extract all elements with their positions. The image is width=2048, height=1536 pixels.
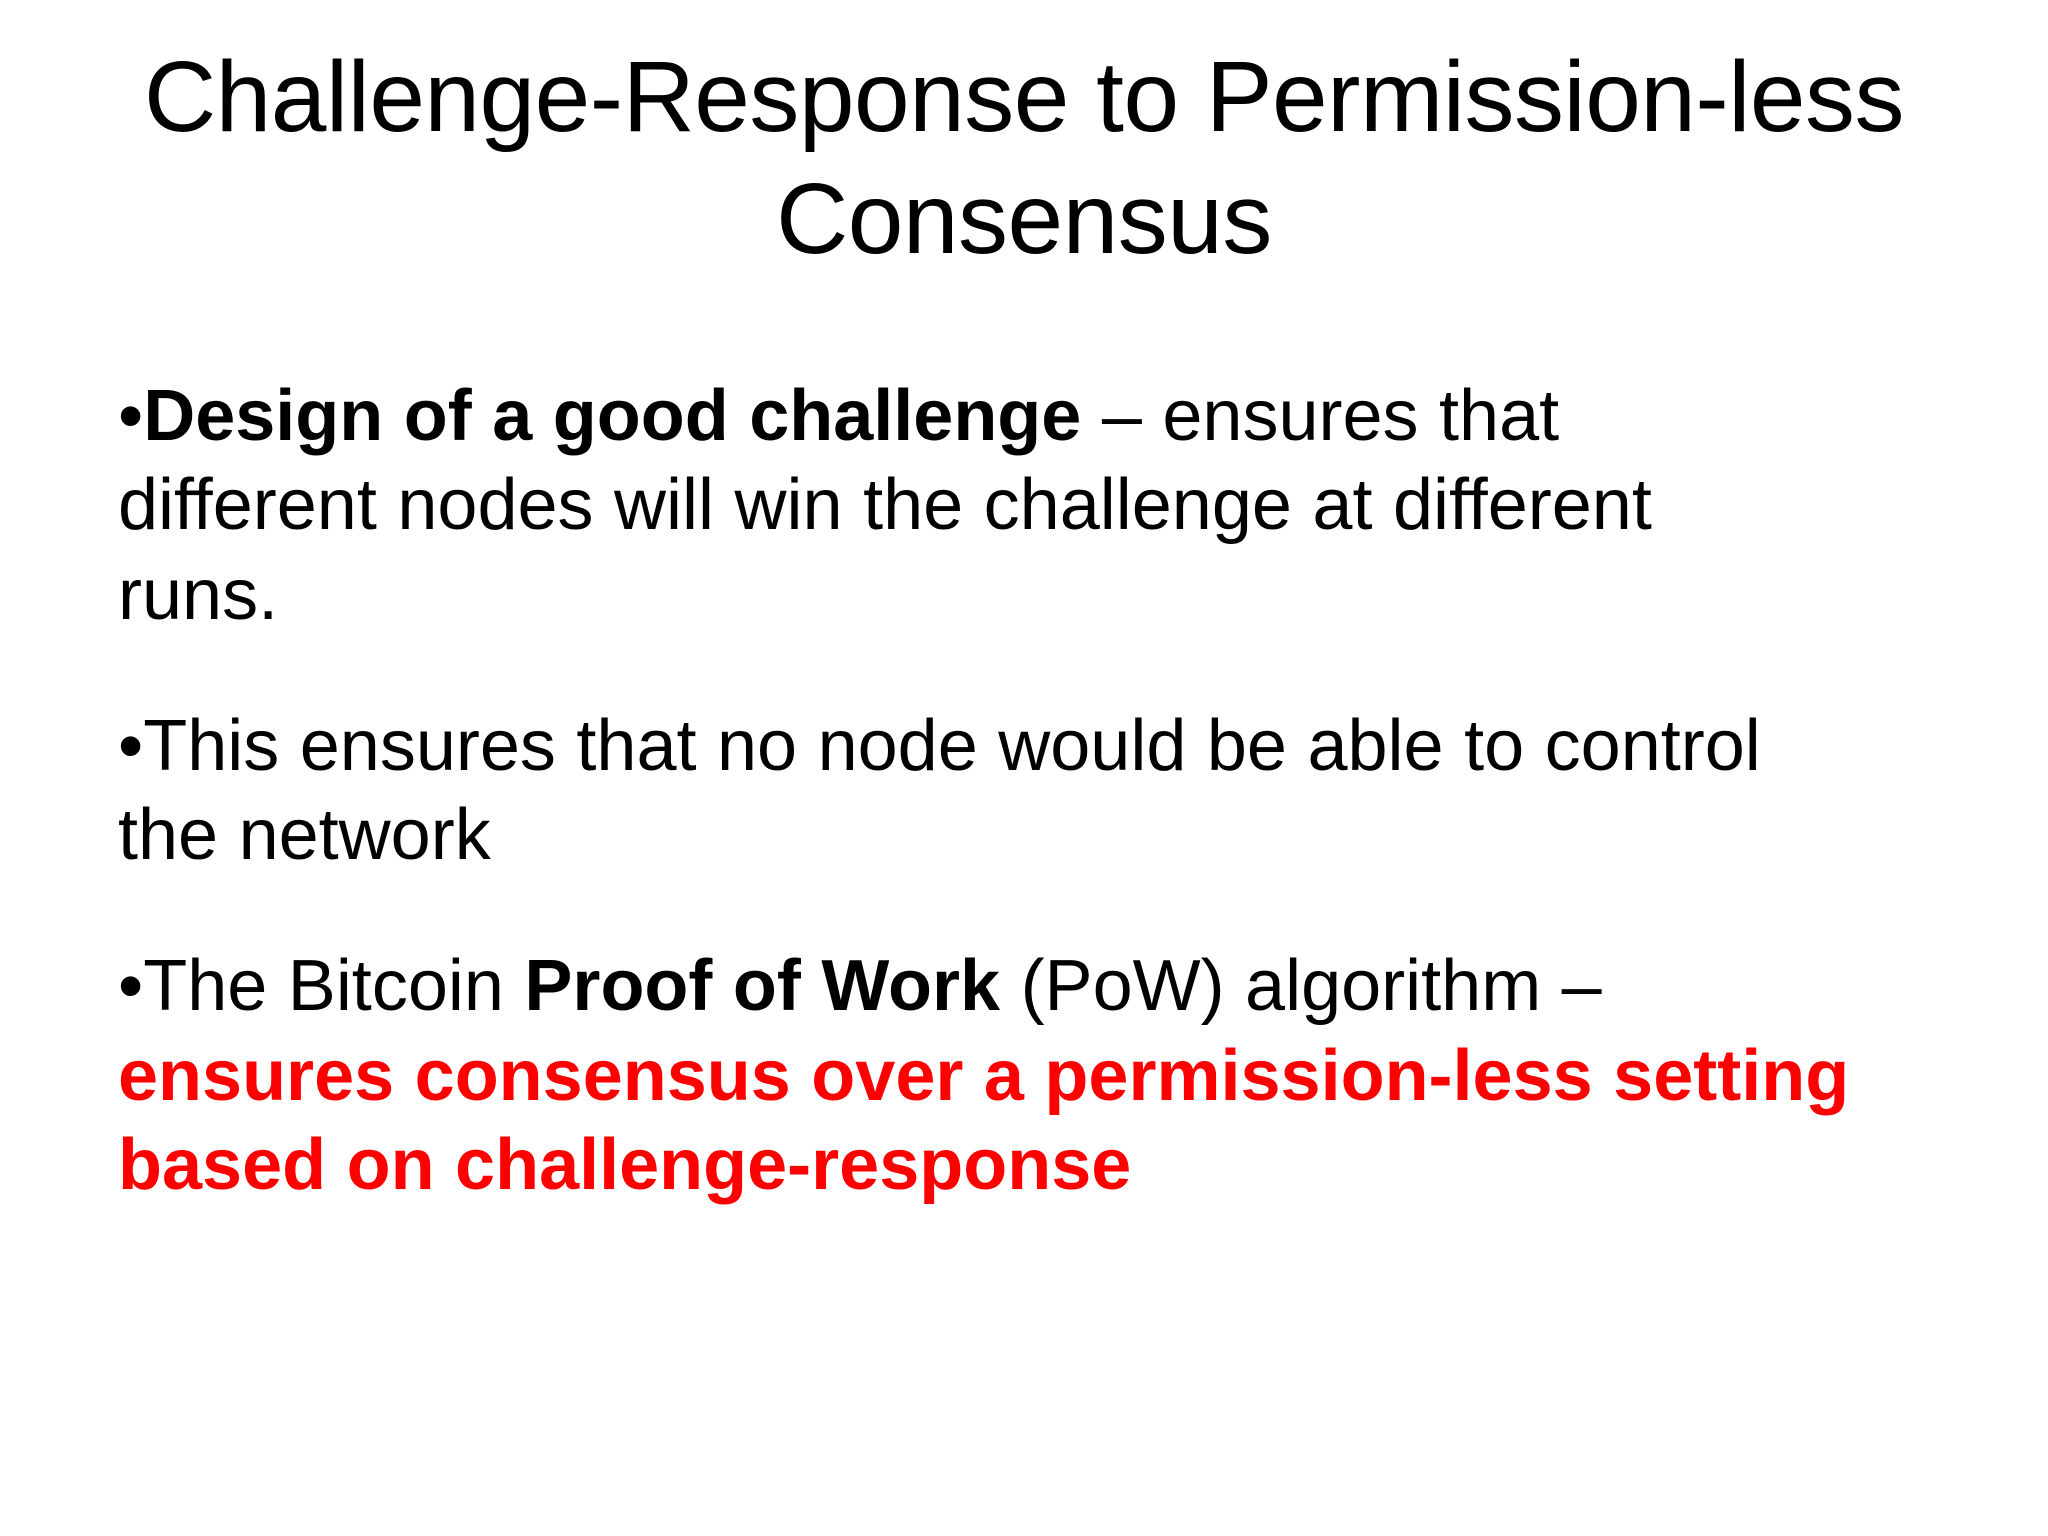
bullet-point-icon: •	[118, 705, 144, 786]
bullet-2-run-regular: This ensures that no node would be able …	[118, 705, 1761, 876]
bullet-3-run-bold: Proof of Work	[524, 946, 1001, 1027]
bullet-point-icon: •	[118, 946, 144, 1027]
bullet-list-item: •This ensures that no node would be able…	[118, 702, 1878, 881]
bullet-3-run-highlight-red: ensures consensus over a permission-less…	[118, 1035, 1850, 1205]
bullet-3-run-regular-1: The Bitcoin	[143, 946, 525, 1027]
slide-title: Challenge-Response to Permission-less Co…	[143, 41, 1905, 275]
slide-body: •Design of a good challenge – ensures th…	[118, 372, 1918, 1210]
bullet-1-run-bold: Design of a good challenge	[143, 376, 1082, 456]
bullet-list-item: •Design of a good challenge – ensures th…	[118, 372, 1778, 640]
bullet-list-item: •The Bitcoin Proof of Work (PoW) algorit…	[118, 942, 1898, 1210]
bullet-1-run-regular: – ensures that different nodes will win …	[118, 376, 1652, 635]
bullet-3-run-regular-2: (PoW) algorithm –	[1000, 946, 1602, 1027]
bullet-point-icon: •	[118, 376, 144, 456]
